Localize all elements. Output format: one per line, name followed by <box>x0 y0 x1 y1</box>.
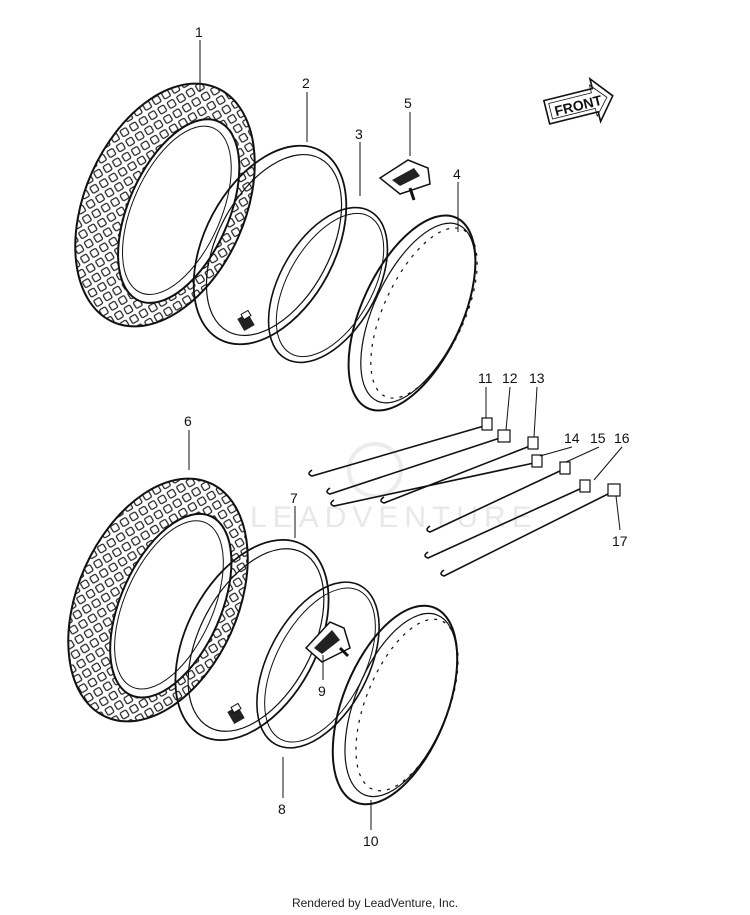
upper-rim-band <box>267 206 389 364</box>
callout-16: 16 <box>614 430 630 446</box>
callout-6: 6 <box>184 413 192 429</box>
callout-7: 7 <box>290 490 298 506</box>
upper-tire <box>74 82 256 328</box>
callout-3: 3 <box>355 126 363 142</box>
lower-valve-stem <box>227 702 245 725</box>
lower-tire <box>67 477 249 723</box>
front-arrow: FRONT <box>542 76 614 125</box>
callout-9: 9 <box>318 683 326 699</box>
callout-2: 2 <box>302 75 310 91</box>
watermark: LEADVENTURE <box>250 442 532 534</box>
callout-15: 15 <box>590 430 606 446</box>
upper-rim <box>347 214 478 412</box>
spoke-3 <box>380 436 539 504</box>
callout-12: 12 <box>502 370 518 386</box>
callout-1: 1 <box>195 24 203 40</box>
callout-17: 17 <box>612 533 628 549</box>
callout-13: 13 <box>529 370 545 386</box>
footer-credit: Rendered by LeadVenture, Inc. <box>291 896 459 910</box>
callout-4: 4 <box>453 166 461 182</box>
spokes <box>308 417 621 577</box>
lower-tube <box>174 538 330 742</box>
callout-5: 5 <box>404 95 412 111</box>
lower-rim-band <box>256 581 380 749</box>
callout-14: 14 <box>564 430 580 446</box>
lower-rim <box>331 604 459 806</box>
spoke-7 <box>440 483 621 577</box>
upper-tube <box>192 144 348 346</box>
callout-8: 8 <box>278 801 286 817</box>
callout-11: 11 <box>478 370 493 386</box>
spoke-4 <box>330 454 543 507</box>
spoke-2 <box>326 429 511 495</box>
callout-10: 10 <box>363 833 379 849</box>
upper-valve-stem <box>237 309 255 332</box>
lower-rim-lock <box>304 621 351 663</box>
callouts: 1 2 3 5 4 6 7 9 8 10 11 12 13 14 15 16 1… <box>184 24 630 849</box>
spoke-5 <box>426 461 571 533</box>
spoke-1 <box>308 417 493 477</box>
upper-rim-lock <box>378 159 431 201</box>
spoke-6 <box>424 479 591 559</box>
leader-lines <box>188 40 623 830</box>
